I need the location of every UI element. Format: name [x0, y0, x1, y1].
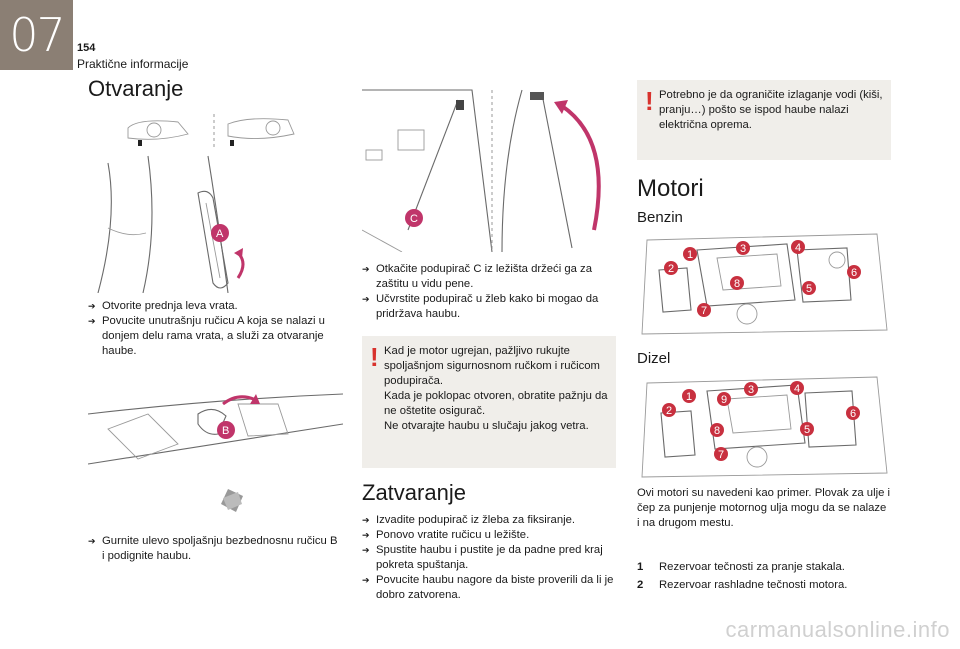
engine-note: Ovi motori su navedeni kao primer. Plova… — [637, 487, 891, 529]
bullet-arrow-icon: ➔ — [88, 301, 96, 311]
steps-a: ➔Otvorite prednja leva vrata. ➔Povucite … — [88, 299, 338, 359]
step-a-1: ➔Otvorite prednja leva vrata. — [88, 300, 238, 312]
svg-text:5: 5 — [804, 424, 810, 436]
chapter-number: 07 — [0, 0, 73, 70]
petrol-engine-illustration: 1 2 3 4 5 6 7 8 — [641, 233, 888, 335]
callout-c: C — [410, 213, 418, 225]
diesel-callouts: 1 2 3 4 5 6 7 8 9 — [662, 381, 860, 461]
svg-text:4: 4 — [794, 383, 800, 395]
svg-text:8: 8 — [734, 278, 740, 290]
svg-text:3: 3 — [740, 243, 746, 255]
svg-text:4: 4 — [795, 242, 801, 254]
warning-icon: ! — [370, 342, 379, 372]
step-c-1: ➔Otkačite podupirač C iz ležišta držeći … — [362, 263, 592, 290]
svg-text:7: 7 — [718, 449, 724, 461]
closing-step-4: ➔Povucite haubu nagore da biste proveril… — [362, 574, 614, 601]
safety-handle-illustration: B — [88, 393, 343, 512]
svg-text:1: 1 — [686, 391, 692, 403]
bullet-arrow-icon: ➔ — [362, 294, 370, 304]
svg-text:3: 3 — [748, 384, 754, 396]
heading-motori: Motori — [637, 175, 704, 202]
bullet-arrow-icon: ➔ — [362, 264, 370, 274]
svg-text:8: 8 — [714, 425, 720, 437]
bullet-arrow-icon: ➔ — [362, 515, 370, 525]
bonnet-stay-illustration: C — [362, 89, 601, 252]
bullet-arrow-icon: ➔ — [362, 575, 370, 585]
callout-b: B — [222, 425, 229, 437]
svg-text:6: 6 — [851, 267, 857, 279]
svg-text:7: 7 — [701, 305, 707, 317]
closing-steps: ➔Izvadite podupirač iz žleba za fiksiran… — [362, 513, 614, 603]
warning-icon: ! — [645, 86, 654, 116]
water-warning: ! Potrebno je da ograničite izlaganje vo… — [637, 80, 891, 160]
heading-dizel: Dizel — [637, 350, 671, 367]
step-a-2: ➔Povucite unutrašnju ručicu A koja se na… — [88, 315, 325, 357]
closing-step-1: ➔Izvadite podupirač iz žleba za fiksiran… — [362, 514, 576, 526]
bullet-arrow-icon: ➔ — [362, 530, 370, 540]
svg-text:5: 5 — [806, 283, 812, 295]
heading-benzin: Benzin — [637, 209, 683, 226]
bullet-arrow-icon: ➔ — [88, 316, 96, 326]
bullet-arrow-icon: ➔ — [88, 536, 96, 546]
closing-step-2: ➔Ponovo vratite ručicu u ležište. — [362, 529, 530, 541]
watermark: carmanualsonline.info — [725, 617, 950, 642]
petrol-callouts: 1 2 3 4 5 6 7 8 — [664, 240, 861, 317]
closing-step-3: ➔Spustite haubu i pustite je da padne pr… — [362, 544, 603, 571]
chapter-title: Praktične informacije — [77, 57, 189, 71]
door-handle-illustration: A — [97, 114, 295, 293]
step-c-2: ➔Učvrstite podupirač u žleb kako bi moga… — [362, 293, 599, 320]
steps-b: ➔Gurnite ulevo spoljašnju bezbednosnu ru… — [88, 534, 338, 564]
svg-text:9: 9 — [721, 394, 727, 406]
svg-text:2: 2 — [666, 405, 672, 417]
step-b-1: ➔Gurnite ulevo spoljašnju bezbednosnu ru… — [88, 535, 338, 562]
steps-c: ➔Otkačite podupirač C iz ležišta držeći … — [362, 262, 614, 322]
diesel-engine-illustration: 1 2 3 4 5 6 7 8 9 — [641, 376, 888, 478]
callout-a: A — [216, 228, 224, 240]
hot-engine-warning: ! Kad je motor ugrejan, pažljivo rukujte… — [362, 336, 616, 468]
heading-zatvaranje: Zatvaranje — [362, 480, 466, 505]
bullet-arrow-icon: ➔ — [362, 545, 370, 555]
svg-text:1: 1 — [687, 249, 693, 261]
heading-otvaranje: Otvaranje — [88, 76, 184, 101]
svg-text:2: 2 — [668, 263, 674, 275]
svg-text:6: 6 — [850, 408, 856, 420]
page-number: 154 — [77, 42, 96, 54]
